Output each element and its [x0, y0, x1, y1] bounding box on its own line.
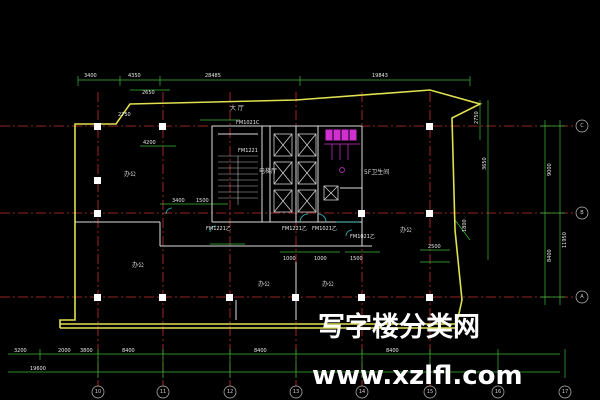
- watermark-title: 写字楼分类网: [318, 311, 480, 343]
- dim-bot-8400-c: 8400: [386, 348, 399, 354]
- door-tag-fm6: FM1021乙: [350, 233, 375, 240]
- door-tag-fm3: FM1221乙: [206, 225, 231, 232]
- door-tag-fm5: FM1021乙: [312, 225, 337, 232]
- dim-bot-19600: 19600: [30, 366, 46, 372]
- room-label-office-w: 办公: [132, 261, 144, 269]
- axis-label-c: C: [580, 123, 584, 129]
- door-tag-fm4: FM1221乙: [282, 225, 307, 232]
- dim-right-9000: 9000: [547, 163, 553, 176]
- dim-top-28485: 28485: [205, 73, 221, 79]
- door-swings: [165, 207, 360, 237]
- dim-top-3400b: 3400: [172, 198, 185, 204]
- room-label-office-s1: 办公: [258, 280, 270, 288]
- dim-bot-1500: 1500: [350, 256, 363, 262]
- room-label-elevator-hall: 电梯厅: [259, 167, 277, 175]
- dim-top-1500: 1500: [196, 198, 209, 204]
- structural-columns: [94, 123, 433, 301]
- restroom-partitions: [324, 143, 360, 173]
- dim-right-2750: 2750: [474, 111, 480, 124]
- interior-walls: [75, 125, 372, 320]
- dimension-lines: [8, 76, 566, 378]
- room-label-office-s2: 办公: [322, 280, 334, 288]
- dim-bot-8400-a: 8400: [122, 348, 135, 354]
- dim-bot-3800: 3800: [80, 348, 93, 354]
- axis-label-a: A: [580, 294, 584, 300]
- dim-bot-2000: 2000: [58, 348, 71, 354]
- room-label-office-e: 办公: [400, 226, 412, 234]
- axis-label-10: 10: [95, 389, 101, 395]
- door-tag-fm1: FM1021C: [236, 120, 260, 126]
- dim-top-19843: 19843: [372, 73, 388, 79]
- room-label-restroom: 5F卫生间: [364, 168, 389, 176]
- axis-label-12: 12: [227, 389, 233, 395]
- dim-bot-8400-b: 8400: [254, 348, 267, 354]
- building-outline: [59, 89, 483, 329]
- door-tag-fm2: FM1221: [238, 148, 258, 154]
- dim-bot-9200: 3200: [14, 348, 27, 354]
- restroom-fixtures: [325, 129, 357, 141]
- axis-label-b: B: [580, 210, 584, 216]
- axis-label-11: 11: [160, 389, 166, 395]
- stair-treads: [218, 155, 258, 205]
- dim-right-1800: 1800: [462, 219, 468, 232]
- dim-right-8400: 8400: [547, 249, 553, 262]
- dim-top-2650: 2650: [142, 90, 155, 96]
- axis-label-15: 15: [427, 389, 433, 395]
- dim-right-3650: 3650: [482, 157, 488, 170]
- dim-top-4200: 4200: [143, 140, 156, 146]
- grid-axis-lines: [0, 92, 585, 392]
- watermark-url: www.xzlfl.com: [312, 361, 523, 391]
- axis-label-16: 16: [495, 389, 501, 395]
- dim-top-2750: 2750: [118, 112, 131, 118]
- dim-bot-2500: 2500: [428, 244, 441, 250]
- dim-right-11950: 11950: [562, 232, 568, 248]
- dim-top-4350: 4350: [128, 73, 141, 79]
- axis-bubbles: [91, 119, 589, 399]
- axis-label-14: 14: [359, 389, 365, 395]
- axis-label-13: 13: [293, 389, 299, 395]
- dim-bot-1000a: 1000: [283, 256, 296, 262]
- axis-label-17: 17: [562, 389, 568, 395]
- room-label-lobby: 大 厅: [230, 104, 244, 112]
- dim-top-3400: 3400: [84, 73, 97, 79]
- room-label-office-nw: 办公: [124, 170, 136, 178]
- elevator-shafts: [273, 133, 339, 213]
- dim-bot-1000b: 1000: [314, 256, 327, 262]
